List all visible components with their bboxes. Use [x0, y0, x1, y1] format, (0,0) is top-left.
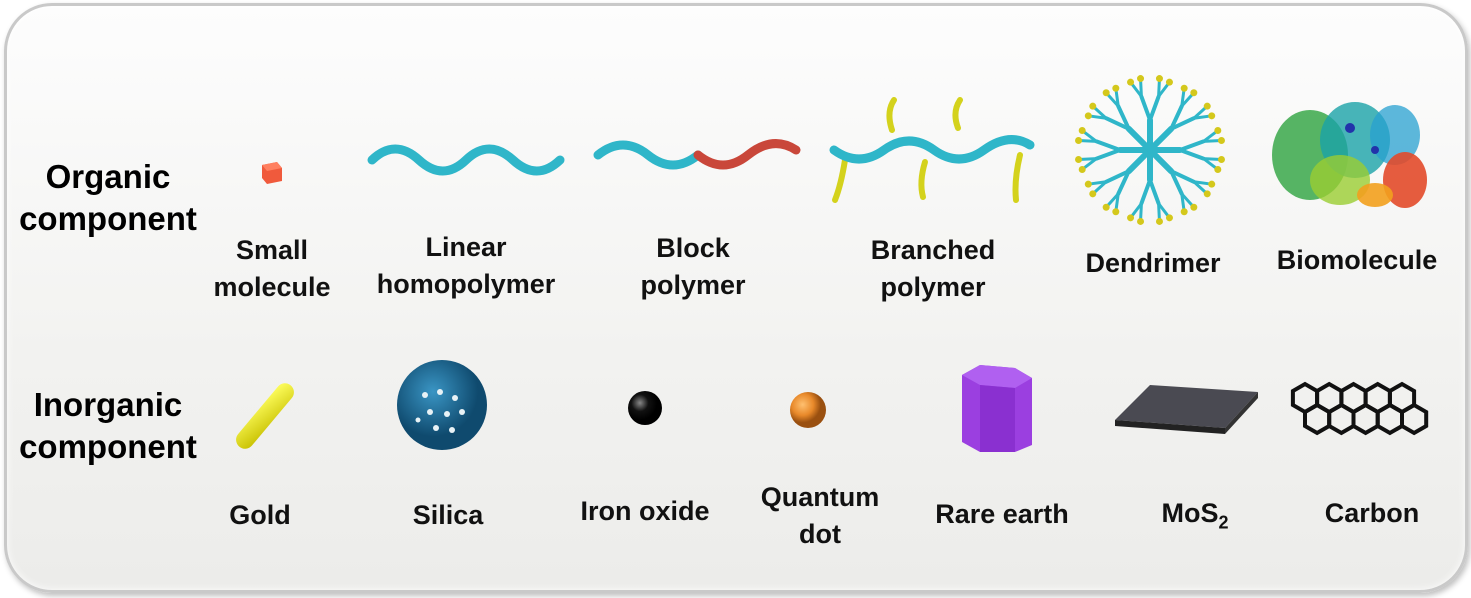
label-dendrimer: Dendrimer [1085, 248, 1221, 278]
label-rare-earth: Rare earth [935, 499, 1069, 529]
organic-label-line2: component [19, 200, 197, 237]
wavy-chain-icon [367, 144, 565, 176]
porous-sphere-icon [397, 360, 487, 450]
black-sphere-icon [628, 391, 662, 425]
graphene-icon [1290, 381, 1429, 436]
organic-row-label: Organic component [8, 156, 208, 240]
label-mos2: MoS2 [1161, 498, 1229, 533]
hexagonal-prism-icon [962, 365, 1032, 452]
orange-sphere-icon [790, 392, 826, 428]
two-block-wavy-chain-icon [593, 139, 801, 170]
diagram-frame [4, 3, 1468, 593]
label-gold: Gold [229, 500, 291, 530]
inorganic-label-line2: component [19, 428, 197, 465]
gold-rod-icon [236, 383, 294, 449]
label-carbon: Carbon [1324, 498, 1420, 528]
inorganic-label-line1: Inorganic [33, 386, 183, 423]
branched-chain-icon [829, 97, 1035, 203]
dendrimer-icon [1075, 75, 1225, 225]
red-cube-icon [262, 162, 282, 184]
label-iron-oxide: Iron oxide [580, 496, 710, 526]
organic-label-line1: Organic [45, 158, 171, 195]
inorganic-row-label: Inorganic component [8, 384, 208, 468]
label-biomolecule: Biomolecule [1276, 245, 1438, 275]
protein-ribbon-icon [1272, 102, 1427, 208]
label-silica: Silica [412, 500, 484, 530]
sheet-icon [1115, 385, 1258, 434]
